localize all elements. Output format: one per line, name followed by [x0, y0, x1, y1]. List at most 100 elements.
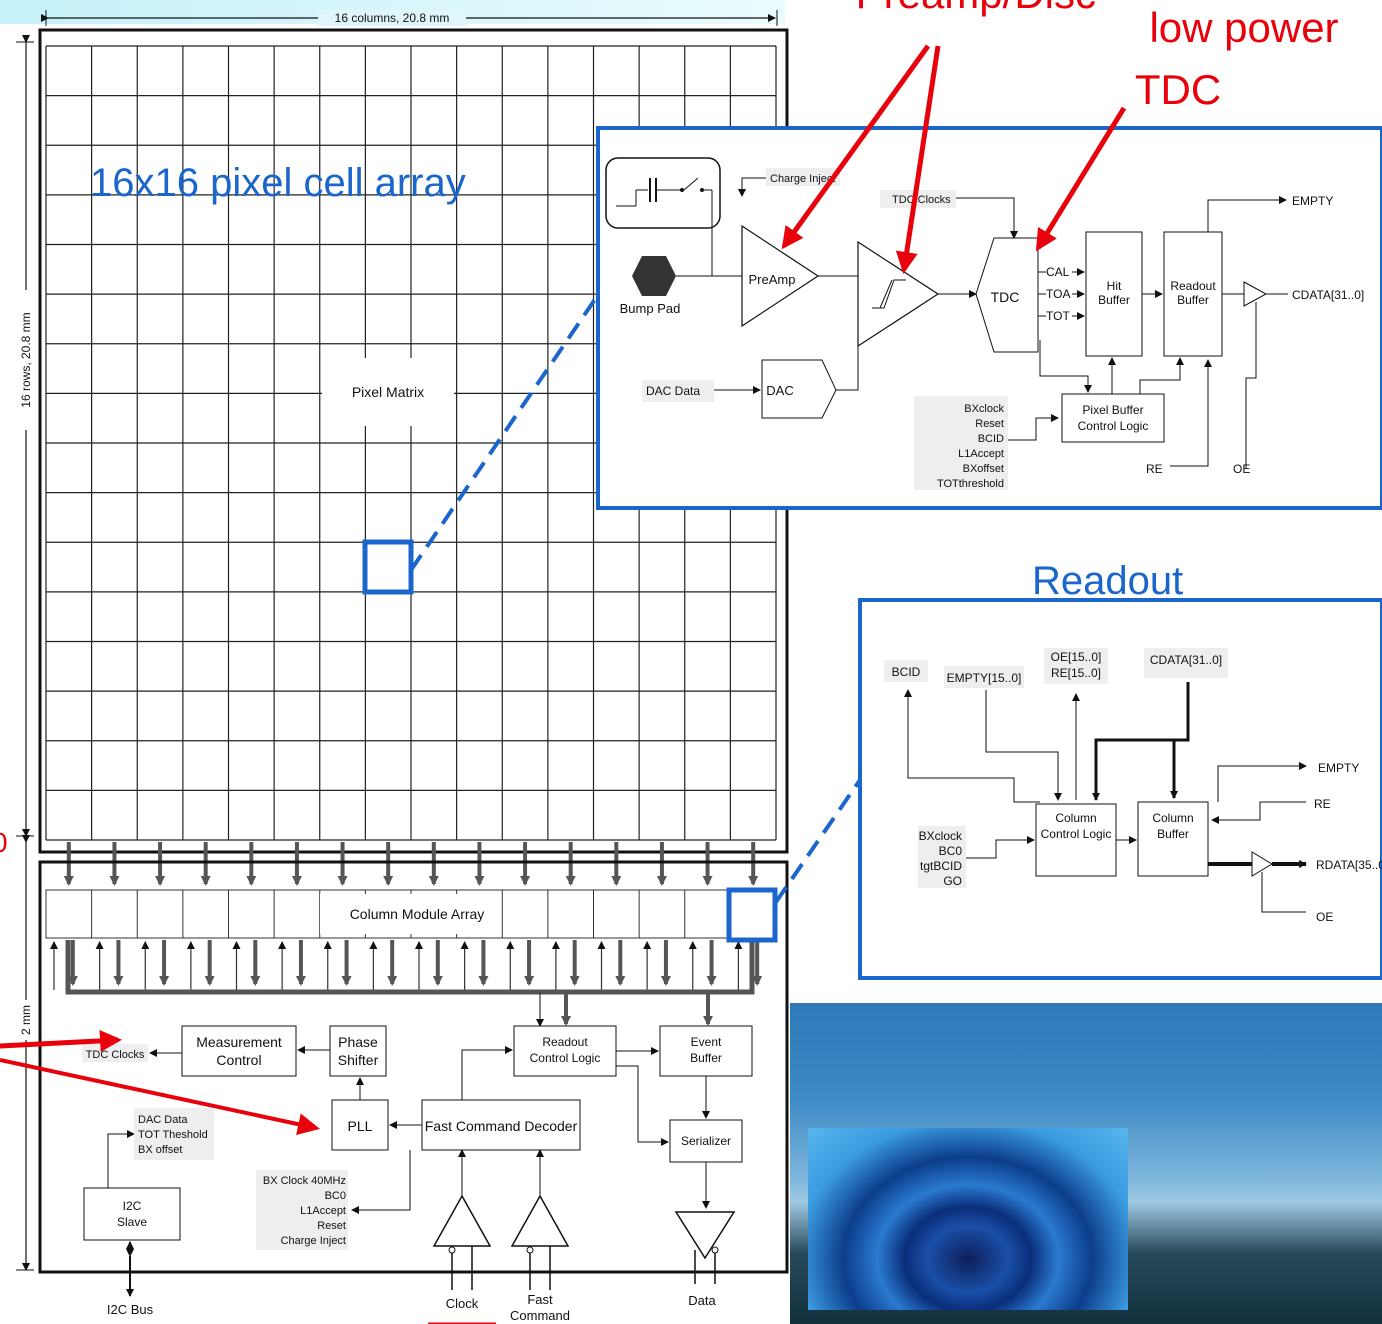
- svg-text:Event: Event: [691, 1035, 722, 1049]
- control-input-label: Reset: [975, 418, 1004, 430]
- svg-text:Measurement: Measurement: [196, 1034, 282, 1050]
- data-label: Data: [688, 1293, 716, 1308]
- pixel-highlight: [365, 542, 411, 592]
- svg-text:Control Logic: Control Logic: [1078, 419, 1149, 433]
- oe-label: OE: [1233, 462, 1250, 476]
- fast-command-input-buffer: [512, 1150, 568, 1290]
- column-zoom-link: [776, 780, 860, 902]
- empty-label: EMPTY: [1292, 194, 1333, 208]
- dac-label: DAC: [766, 383, 793, 398]
- svg-text:Column: Column: [1055, 811, 1096, 825]
- svg-text:Buffer: Buffer: [690, 1051, 722, 1065]
- svg-text:Fast Command Decoder: Fast Command Decoder: [425, 1118, 578, 1134]
- svg-text:PLL: PLL: [348, 1118, 373, 1134]
- svg-text:Control Logic: Control Logic: [530, 1051, 601, 1065]
- svg-text:Buffer: Buffer: [1177, 293, 1209, 307]
- re-out-label: RE: [1314, 797, 1331, 811]
- i2c-output-dac: DAC Data: [138, 1114, 188, 1126]
- readout-detail-panel: [860, 600, 1382, 978]
- tdc-clocks-detail-label: TDC Clocks: [892, 194, 951, 206]
- re-label: RE: [1146, 462, 1163, 476]
- pixel-zoom-link: [411, 292, 600, 570]
- fast-command-label-1: Fast: [527, 1292, 553, 1307]
- event-buffer-block: Event Buffer: [660, 1026, 752, 1076]
- svg-text:Serializer: Serializer: [681, 1134, 731, 1148]
- pixel-buffer-control-block: Pixel Buffer Control Logic: [1062, 394, 1164, 442]
- svg-text:Buffer: Buffer: [1098, 293, 1130, 307]
- svg-text:Shifter: Shifter: [338, 1052, 379, 1068]
- fcd-output-bc0: BC0: [325, 1190, 346, 1202]
- column-bus: [68, 940, 752, 992]
- measurement-control-block: Measurement Control: [182, 1026, 296, 1076]
- control-input-label: TOTthreshold: [937, 478, 1004, 490]
- fcd-output-l1: L1Accept: [300, 1205, 346, 1217]
- empty-out-label: EMPTY: [1318, 761, 1359, 775]
- columns-label: 16 columns, 20.8 mm: [335, 11, 450, 25]
- cdata-label: CDATA[31..0]: [1292, 288, 1364, 302]
- cdata-bus-label: CDATA[31..0]: [1150, 653, 1222, 667]
- readout-input-label: tgtBCID: [920, 859, 962, 873]
- column-control-logic-block: Column Control Logic: [1036, 804, 1116, 876]
- tot-label: TOT: [1046, 309, 1070, 323]
- column-module-array-label: Column Module Array: [350, 906, 485, 922]
- pll-block: PLL: [332, 1100, 388, 1150]
- cal-label: CAL: [1046, 265, 1070, 279]
- tdc-annotation: TDC: [1135, 66, 1221, 113]
- readout-input-label: BC0: [939, 844, 963, 858]
- clock-input-buffer: [434, 1150, 490, 1290]
- toa-label: TOA: [1046, 287, 1070, 301]
- readout-control-logic-block: Readout Control Logic: [514, 1026, 616, 1076]
- control-input-label: BXoffset: [963, 463, 1004, 475]
- hit-buffer-block: Hit Buffer: [1086, 232, 1142, 356]
- rdata-label: RDATA[35..0]: [1316, 858, 1382, 872]
- svg-text:Phase: Phase: [338, 1034, 378, 1050]
- re-bus-label: RE[15..0]: [1051, 666, 1101, 680]
- bump-pad-label: Bump Pad: [620, 301, 681, 316]
- columns-dimension: 16 columns, 20.8 mm: [46, 10, 777, 26]
- i2c-output-bx: BX offset: [138, 1144, 182, 1156]
- readout-input-label: GO: [943, 874, 962, 888]
- column-bus-arrows: [54, 940, 757, 990]
- pixel-matrix-label: Pixel Matrix: [352, 384, 424, 400]
- i2c-slave-block: I2C Slave: [84, 1188, 180, 1240]
- svg-text:Readout: Readout: [542, 1035, 588, 1049]
- svg-text:Hit: Hit: [1107, 279, 1122, 293]
- clock-label: Clock: [446, 1296, 479, 1311]
- svg-text:Control: Control: [216, 1052, 261, 1068]
- low-power-annotation: low power: [1149, 4, 1338, 51]
- preamp-disc-annotation: Preamp/Disc: [856, 0, 1096, 17]
- serializer-block: Serializer: [670, 1120, 742, 1162]
- svg-text:Slave: Slave: [117, 1215, 147, 1229]
- control-input-label: BXclock: [964, 403, 1004, 415]
- svg-text:Control Logic: Control Logic: [1041, 827, 1112, 841]
- charge-inject-label: Charge Inject: [770, 173, 835, 185]
- phase-shifter-block: Phase Shifter: [330, 1026, 386, 1076]
- left-edge-glyph: 0: [0, 827, 8, 858]
- i2c-bus-label: I2C Bus: [107, 1302, 154, 1317]
- fcd-output-reset: Reset: [317, 1220, 346, 1232]
- empty-bus-label: EMPTY[15..0]: [947, 671, 1022, 685]
- control-input-label: L1Accept: [958, 448, 1004, 460]
- oe-bus-label: OE[15..0]: [1051, 650, 1102, 664]
- fast-command-decoder-block: Fast Command Decoder: [422, 1100, 580, 1150]
- bcid-label: BCID: [892, 665, 921, 679]
- fcd-output-bx: BX Clock 40MHz: [263, 1175, 346, 1187]
- bottom-dimension-label: 2 mm: [19, 1005, 33, 1035]
- pixel-array-title: 16x16 pixel cell array: [90, 161, 466, 205]
- readout-title: Readout: [1032, 559, 1183, 603]
- preamp-label: PreAmp: [749, 272, 796, 287]
- fcd-output-charge: Charge Inject: [281, 1235, 346, 1247]
- control-input-label: BCID: [978, 433, 1004, 445]
- tdc-label: TDC: [991, 289, 1020, 305]
- tdc-clocks-label: TDC Clocks: [86, 1049, 145, 1061]
- fast-command-label-2: Command: [510, 1308, 570, 1323]
- svg-text:Column: Column: [1152, 811, 1193, 825]
- svg-text:Pixel Buffer: Pixel Buffer: [1082, 403, 1143, 417]
- rows-dimension: 16 rows, 20.8 mm: [16, 42, 34, 836]
- svg-text:I2C: I2C: [123, 1199, 142, 1213]
- oe-out-label: OE: [1316, 910, 1333, 924]
- readout-input-label: BXclock: [919, 829, 963, 843]
- rows-label: 16 rows, 20.8 mm: [19, 312, 33, 407]
- svg-text:Readout: Readout: [1170, 279, 1216, 293]
